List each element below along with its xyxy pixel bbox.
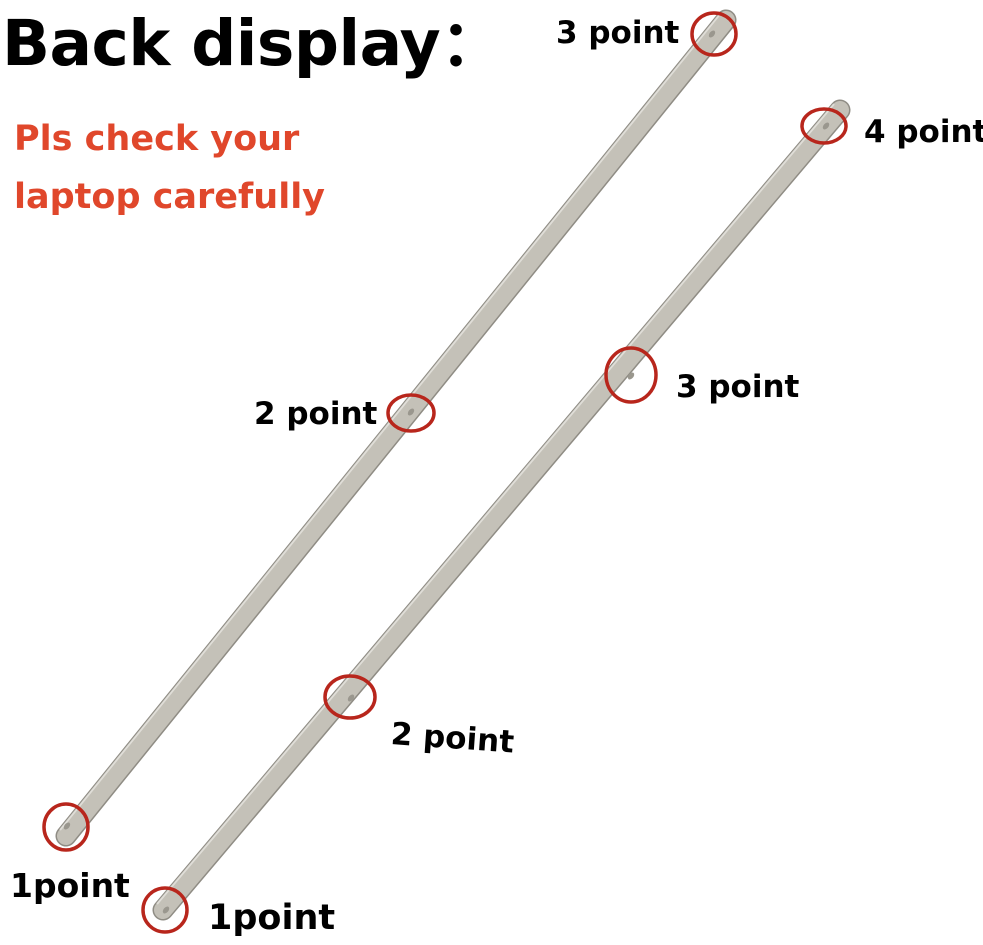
right-metal-strip	[152, 99, 851, 921]
check-note-line-2: laptop carefully	[14, 177, 326, 217]
marker-right-point2	[323, 674, 377, 720]
right-bar-point2-label: 2 point	[389, 716, 516, 761]
right-bar-point4-label: 4 point	[864, 114, 983, 150]
left-bar-point2-label: 2 point	[254, 396, 378, 432]
marker-right-point1	[141, 886, 189, 934]
left-bar-point1-label: 1point	[10, 866, 130, 905]
marker-right-point4	[800, 107, 848, 145]
marker-right-point3	[604, 346, 658, 404]
marker-left-point3	[690, 11, 738, 57]
left-bar-point3-label: 3 point	[556, 15, 680, 51]
mounting-holes	[63, 30, 830, 914]
marker-left-point2	[386, 393, 436, 433]
right-bar-point3-label: 3 point	[676, 369, 800, 405]
point-markers	[42, 11, 848, 934]
page-title: Back display：	[2, 7, 503, 80]
check-note-line-1: Pls check your	[14, 119, 300, 159]
right-bar-point1-label: 1point	[208, 898, 336, 938]
marker-left-point1	[42, 802, 90, 852]
